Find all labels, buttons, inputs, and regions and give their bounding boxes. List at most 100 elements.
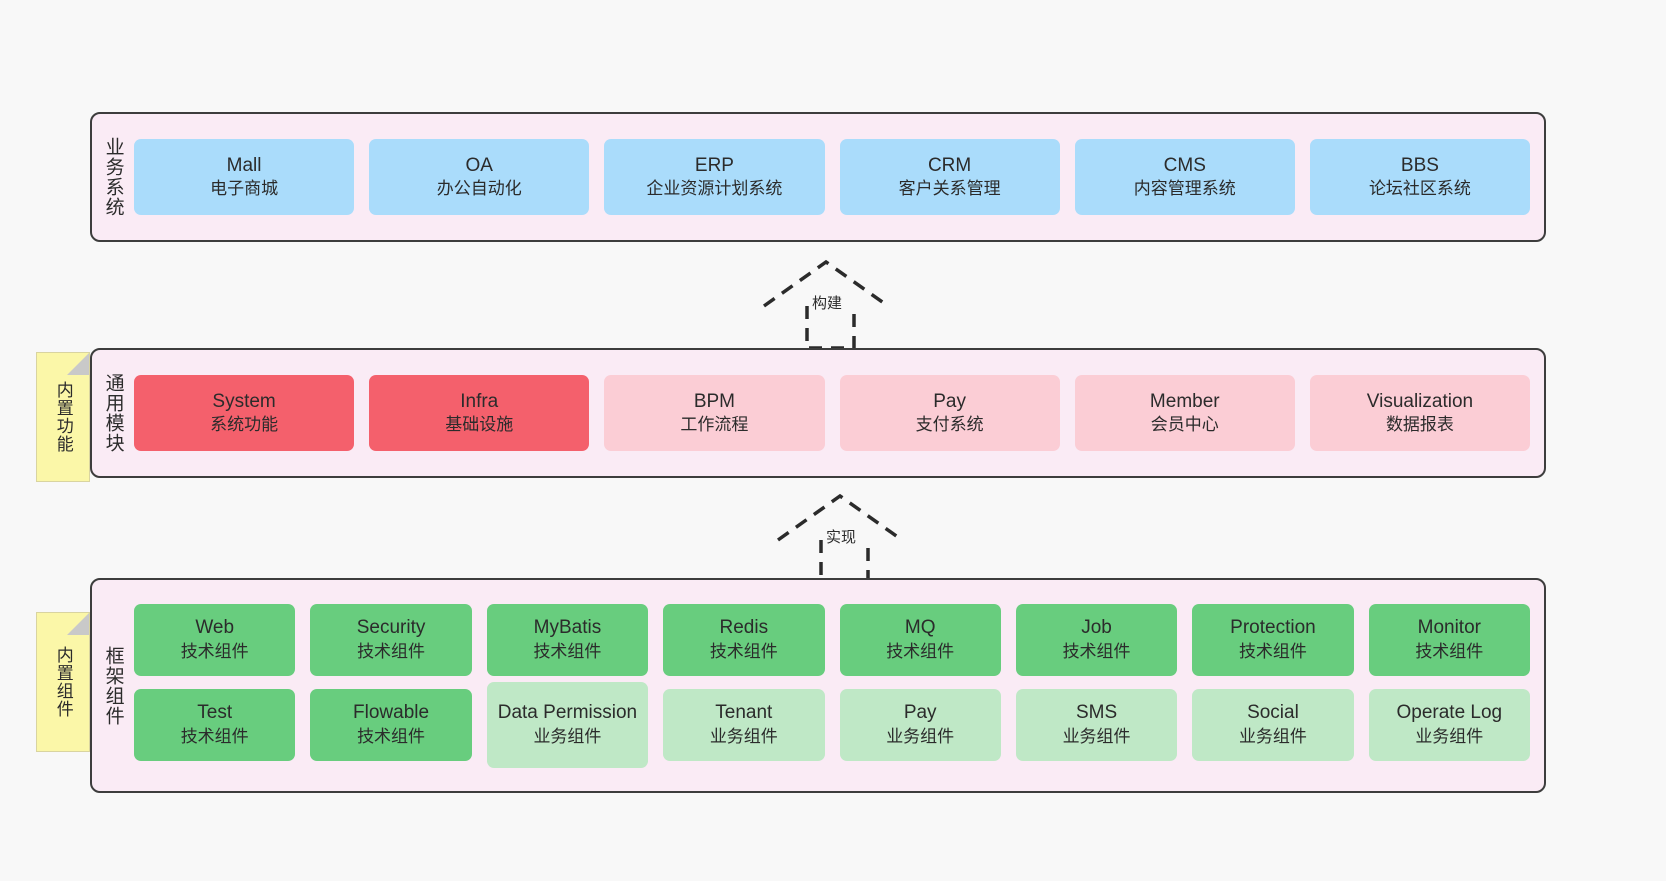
card-title: Job <box>1081 617 1112 639</box>
card-subtitle: 系统功能 <box>210 415 279 435</box>
card-title: OA <box>465 154 493 176</box>
card-subtitle: 业务组件 <box>709 726 778 746</box>
connector-label-build: 构建 <box>810 292 845 313</box>
card-tenant[interactable]: Tenant 业务组件 <box>663 688 825 761</box>
card-system[interactable]: System 系统功能 <box>134 375 355 451</box>
layer-title-business-systems: 业务系统 <box>102 137 124 217</box>
card-security[interactable]: Security 技术组件 <box>310 603 472 676</box>
layer-body-common-modules: System 系统功能 Infra 基础设施 BPM 工作流程 Pay 支付系统… <box>134 350 1544 476</box>
card-crm[interactable]: CRM 客户关系管理 <box>839 139 1060 215</box>
card-subtitle: 工作流程 <box>680 415 749 435</box>
card-subtitle: 技术组件 <box>180 641 249 661</box>
card-bpm[interactable]: BPM 工作流程 <box>604 375 825 451</box>
connector-build: 构建 <box>762 258 902 350</box>
card-bbs[interactable]: BBS 论坛社区系统 <box>1309 139 1531 215</box>
card-pay-component[interactable]: Pay 业务组件 <box>839 688 1001 761</box>
card-title: Member <box>1149 390 1220 412</box>
card-subtitle: 企业资源计划系统 <box>646 179 783 199</box>
card-subtitle: 办公自动化 <box>436 179 522 199</box>
card-social[interactable]: Social 业务组件 <box>1192 688 1354 761</box>
card-title: Redis <box>719 617 769 639</box>
card-infra[interactable]: Infra 基础设施 <box>369 375 590 451</box>
arrow-stem-build <box>805 306 856 350</box>
card-title: Tenant <box>715 702 773 724</box>
card-title: ERP <box>694 154 734 176</box>
card-subtitle: 技术组件 <box>533 641 602 661</box>
card-title: System <box>212 390 276 412</box>
layer-common-modules: 通用模块 System 系统功能 Infra 基础设施 BPM 工作流程 Pay… <box>90 348 1546 478</box>
card-subtitle: 会员中心 <box>1150 415 1219 435</box>
card-title: CMS <box>1163 154 1206 176</box>
card-title: Social <box>1247 702 1299 724</box>
card-job[interactable]: Job 技术组件 <box>1015 603 1178 676</box>
card-subtitle: 电子商城 <box>210 179 279 199</box>
card-oa[interactable]: OA 办公自动化 <box>369 139 590 215</box>
card-subtitle: 技术组件 <box>357 726 426 746</box>
sticky-note-builtin-features: 内置功能 <box>36 352 90 482</box>
card-title: Security <box>356 617 426 639</box>
card-title: Mall <box>226 154 262 176</box>
card-visualization[interactable]: Visualization 数据报表 <box>1309 375 1531 451</box>
card-pay-module[interactable]: Pay 支付系统 <box>839 375 1060 451</box>
card-title: SMS <box>1075 702 1118 724</box>
sticky-note-label: 内置组件 <box>53 646 73 718</box>
card-subtitle: 技术组件 <box>709 641 778 661</box>
card-subtitle: 技术组件 <box>1062 641 1131 661</box>
layer-business-systems: 业务系统 Mall 电子商城 OA 办公自动化 ERP 企业资源计划系统 CRM… <box>90 112 1546 242</box>
card-mall[interactable]: Mall 电子商城 <box>134 139 355 215</box>
card-subtitle: 论坛社区系统 <box>1368 179 1471 199</box>
card-member[interactable]: Member 会员中心 <box>1074 375 1295 451</box>
card-subtitle: 业务组件 <box>886 726 955 746</box>
card-subtitle: 技术组件 <box>886 641 955 661</box>
card-subtitle: 技术组件 <box>180 726 249 746</box>
card-erp[interactable]: ERP 企业资源计划系统 <box>604 139 825 215</box>
card-subtitle: 客户关系管理 <box>898 179 1001 199</box>
arrow-stem-implement <box>819 540 870 584</box>
card-subtitle: 支付系统 <box>915 415 984 435</box>
card-flowable[interactable]: Flowable 技术组件 <box>310 688 472 761</box>
sticky-note-builtin-components: 内置组件 <box>36 612 90 752</box>
card-title: MyBatis <box>533 617 602 639</box>
card-monitor[interactable]: Monitor 技术组件 <box>1368 603 1530 676</box>
card-title: Web <box>195 617 235 639</box>
card-mq[interactable]: MQ 技术组件 <box>839 603 1001 676</box>
framework-row-business: Test 技术组件 Flowable 技术组件 Data Permission … <box>134 681 1530 768</box>
layer-body-business-systems: Mall 电子商城 OA 办公自动化 ERP 企业资源计划系统 CRM 客户关系… <box>134 114 1544 240</box>
card-subtitle: 数据报表 <box>1385 415 1454 435</box>
card-web[interactable]: Web 技术组件 <box>134 603 296 676</box>
card-mybatis[interactable]: MyBatis 技术组件 <box>486 603 649 676</box>
card-title: Pay <box>903 702 937 724</box>
card-subtitle: 业务组件 <box>1062 726 1131 746</box>
card-protection[interactable]: Protection 技术组件 <box>1192 603 1354 676</box>
connector-label-implement: 实现 <box>824 526 859 547</box>
card-test[interactable]: Test 技术组件 <box>134 688 296 761</box>
framework-row-technical: Web 技术组件 Security 技术组件 MyBatis 技术组件 Redi… <box>134 603 1530 676</box>
card-subtitle: 技术组件 <box>1415 641 1484 661</box>
card-title: Visualization <box>1366 390 1474 412</box>
card-title: Protection <box>1230 617 1316 639</box>
card-title: CRM <box>927 154 972 176</box>
connector-implement: 实现 <box>776 492 916 584</box>
layer-title-framework-components: 框架组件 <box>102 645 124 726</box>
layer-framework-components: 框架组件 Web 技术组件 Security 技术组件 MyBatis 技术组件… <box>90 578 1546 793</box>
card-sms[interactable]: SMS 业务组件 <box>1015 688 1178 761</box>
card-title: Test <box>197 702 233 724</box>
card-subtitle: 技术组件 <box>357 641 426 661</box>
layer-body-framework-components: Web 技术组件 Security 技术组件 MyBatis 技术组件 Redi… <box>134 580 1544 791</box>
card-subtitle: 业务组件 <box>533 726 602 746</box>
card-title: Infra <box>460 390 499 412</box>
arrowhead-implement <box>776 493 904 542</box>
card-title: Flowable <box>353 702 430 724</box>
sticky-note-label: 内置功能 <box>53 381 73 453</box>
card-title: BPM <box>693 390 736 412</box>
card-subtitle: 基础设施 <box>445 415 514 435</box>
card-data-permission[interactable]: Data Permission 业务组件 <box>486 681 649 768</box>
card-title: Pay <box>933 390 966 412</box>
card-operate-log[interactable]: Operate Log 业务组件 <box>1368 688 1530 761</box>
card-title: MQ <box>904 617 936 639</box>
card-cms[interactable]: CMS 内容管理系统 <box>1074 139 1295 215</box>
card-redis[interactable]: Redis 技术组件 <box>663 603 825 676</box>
card-subtitle: 技术组件 <box>1238 641 1307 661</box>
card-subtitle: 业务组件 <box>1238 726 1307 746</box>
card-subtitle: 内容管理系统 <box>1133 179 1236 199</box>
